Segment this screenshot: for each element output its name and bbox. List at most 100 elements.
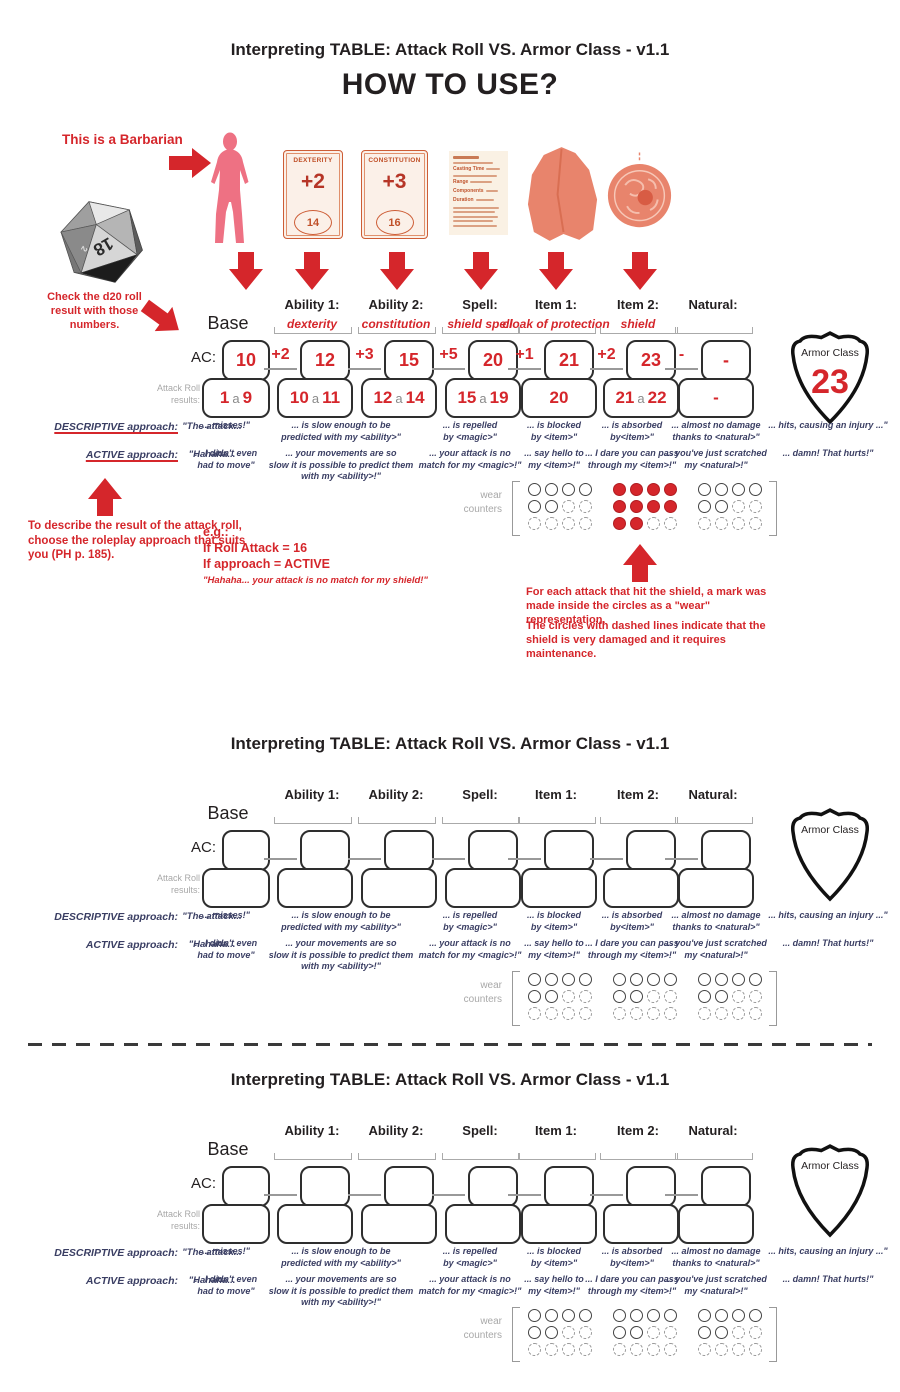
cut-line-divider <box>28 1043 872 1046</box>
wear-circle <box>630 1326 643 1339</box>
descriptive-text: ... is blocked by <item>" <box>526 910 582 932</box>
column-bracket-line <box>518 817 596 824</box>
ac-box <box>384 830 434 871</box>
ac-box <box>468 830 518 871</box>
wear-circle <box>715 990 728 1003</box>
column-header: Ability 2: <box>368 297 424 312</box>
active-text: ... I didn't even had to move" <box>194 938 258 960</box>
ac-box <box>300 1166 350 1207</box>
wear-bracket-left <box>512 971 520 1026</box>
wear-circle <box>562 1309 575 1322</box>
wear-circle <box>579 483 592 496</box>
wear-circle <box>630 1343 643 1356</box>
active-approach-label: ACTIVE approach: <box>85 1275 178 1287</box>
column-bracket-line <box>274 1153 352 1160</box>
descriptive-text: ... is absorbed by<item>" <box>601 910 663 932</box>
wear-bracket-left <box>512 481 520 536</box>
descriptive-approach-label: DESCRIPTIVE approach: <box>54 911 178 923</box>
ac-box: - <box>701 340 751 381</box>
roll-box <box>361 868 437 908</box>
descriptive-text: ... is slow enough to be predicted with … <box>281 910 401 932</box>
wear-bracket-right <box>769 1307 777 1362</box>
column-bracket-line <box>600 327 678 334</box>
wear-circle <box>715 1343 728 1356</box>
descriptive-intro: "The attack... <box>182 421 242 432</box>
wear-circle <box>732 1326 745 1339</box>
wear-circle <box>664 973 677 986</box>
wear-circle <box>630 973 643 986</box>
modifier-value: +1 <box>515 346 534 363</box>
attack-roll-label: Attack Roll results: <box>156 1209 200 1231</box>
barbarian-figure <box>211 132 249 243</box>
active-intro: "Hahaha... <box>188 1275 236 1286</box>
column-bracket-line <box>600 1153 678 1160</box>
wear-circle <box>545 990 558 1003</box>
modifier-underline <box>590 368 623 370</box>
modifier-value: +2 <box>271 346 290 363</box>
column-header: Ability 1: <box>284 787 340 802</box>
column-sublabel: constitution <box>361 317 431 331</box>
wear-circle <box>613 973 626 986</box>
armor-class-label: Armor Class <box>801 824 859 836</box>
wear-circle <box>664 990 677 1003</box>
modifier-underline <box>508 858 541 860</box>
wear-circle <box>749 483 762 496</box>
active-text: ... I didn't even had to move" <box>194 448 258 470</box>
wear-circle <box>528 517 541 530</box>
active-text: ... your movements are so slow it is pos… <box>268 938 414 972</box>
wear-circle <box>749 1343 762 1356</box>
wear-circle <box>647 973 660 986</box>
column-header: Ability 1: <box>284 297 340 312</box>
active-text: ... I dare you can pass through my <item… <box>585 1274 679 1296</box>
arrow-down-icon <box>464 252 498 290</box>
column-sublabel: shield <box>620 317 656 331</box>
wear-circle <box>528 1343 541 1356</box>
wear-circle <box>732 500 745 513</box>
column-header: Natural: <box>688 787 738 802</box>
modifier-underline <box>264 1194 297 1196</box>
roll-box <box>603 868 679 908</box>
ac-box <box>222 830 270 871</box>
wear-circle <box>562 973 575 986</box>
wear-circle <box>698 500 711 513</box>
wear-circle <box>647 1343 660 1356</box>
roll-box <box>445 868 521 908</box>
descriptive-text: ... is repelled by <magic>" <box>442 910 498 932</box>
active-text: ... your attack is no match for my <magi… <box>418 1274 522 1296</box>
wear-circle <box>562 1007 575 1020</box>
constitution-modifier: +3 <box>382 170 407 193</box>
column-header: Ability 1: <box>284 1123 340 1138</box>
column-bracket-line <box>442 817 520 824</box>
wear-circle <box>664 1309 677 1322</box>
column-header: Spell: <box>462 787 498 802</box>
page-title: Interpreting TABLE: Attack Roll VS. Armo… <box>230 40 670 59</box>
roll-box <box>277 868 353 908</box>
arrow-down-icon <box>623 252 657 290</box>
wear-circle <box>647 1309 660 1322</box>
column-bracket-line <box>675 1153 753 1160</box>
descriptive-approach-label: DESCRIPTIVE approach: <box>54 421 178 433</box>
wear-circle <box>562 990 575 1003</box>
roll-box: 20 <box>521 378 597 418</box>
descriptive-text: ... is absorbed by<item>" <box>601 420 663 442</box>
ac-box <box>300 830 350 871</box>
wear-circle <box>749 973 762 986</box>
wear-note-2: The circles with dashed lines indicate t… <box>526 620 766 661</box>
modifier-underline <box>264 368 297 370</box>
descriptive-approach-label: DESCRIPTIVE approach: <box>54 1247 178 1259</box>
wear-circle <box>647 990 660 1003</box>
wear-circle <box>579 990 592 1003</box>
example-line-1: If Roll Attack = 16 <box>203 541 308 555</box>
descriptive-text: ... is blocked by <item>" <box>526 420 582 442</box>
wear-circle <box>664 1007 677 1020</box>
arrow-down-icon <box>380 252 414 290</box>
ac-box <box>544 1166 594 1207</box>
active-text: ... your attack is no match for my <magi… <box>418 938 522 960</box>
armor-class-value: 23 <box>811 363 849 401</box>
column-bracket-line <box>442 327 520 334</box>
shield-spell-card: Casting Time Range Components Duration <box>449 151 508 235</box>
wear-circle <box>647 500 660 513</box>
page-subtitle: HOW TO USE? <box>341 68 559 101</box>
column-header: Natural: <box>688 1123 738 1138</box>
